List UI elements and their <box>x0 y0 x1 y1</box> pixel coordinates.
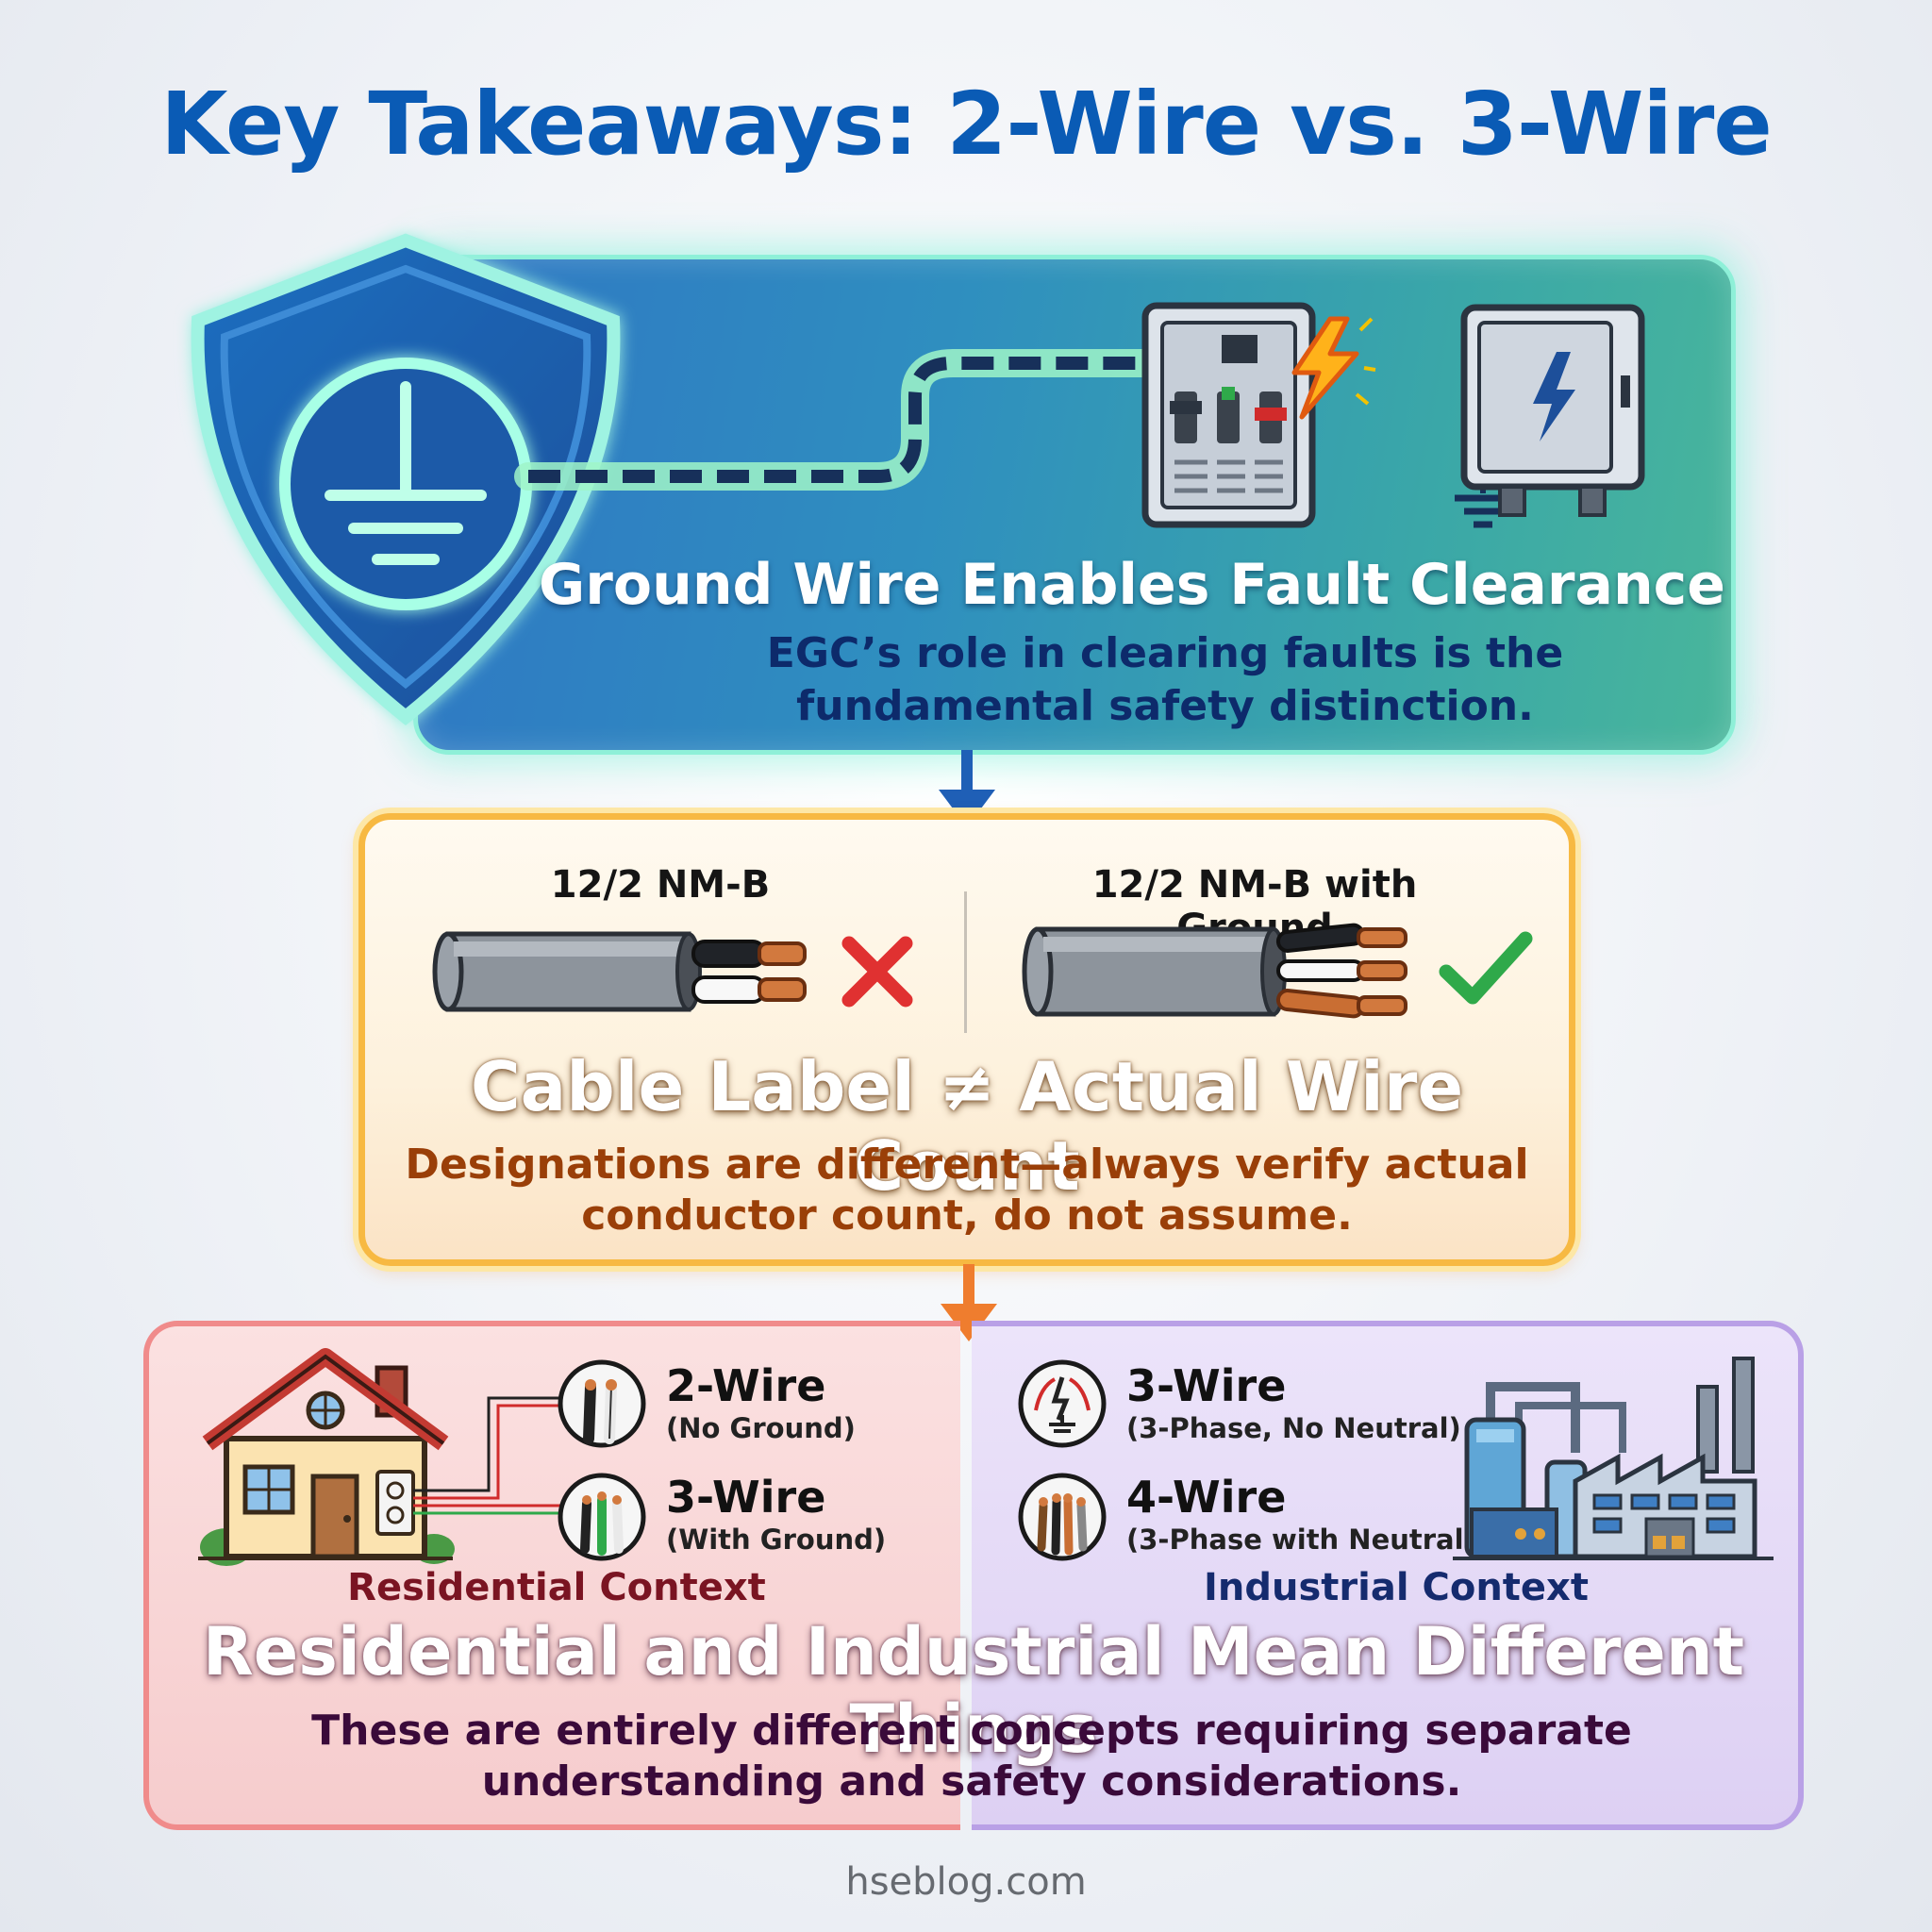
industrial-item-sub: (3-Phase, No Neutral) <box>1126 1412 1461 1444</box>
cable-panel-title: Cable Label ≠ Actual Wire Count <box>470 1047 1464 1206</box>
three-phase-icon <box>1018 1359 1107 1448</box>
three-conductor-cable-icon <box>1022 923 1407 1019</box>
bottom-panel-title: Residential and Industrial Mean Differen… <box>202 1613 1745 1768</box>
industrial-panel <box>972 1321 1804 1830</box>
factory-icon <box>1453 1357 1774 1560</box>
shield-ground-icon <box>191 233 621 725</box>
cable-label-12-2: 12/2 NM-B <box>550 863 771 907</box>
ground-path-wire <box>514 349 1174 491</box>
three-wire-icon <box>558 1473 646 1561</box>
industrial-item-sub: (3-Phase with Neutral) <box>1126 1524 1476 1556</box>
industrial-item-title: 3-Wire <box>1126 1360 1287 1411</box>
cable-divider <box>964 891 967 1033</box>
page-title: Key Takeaways: 2-Wire vs. 3-Wire <box>160 74 1772 175</box>
down-arrow-icon <box>939 750 995 827</box>
ground-panel-title: Ground Wire Enables Fault Clearance <box>539 552 1725 618</box>
cable-panel <box>358 813 1575 1266</box>
check-icon <box>1439 931 1533 1005</box>
breaker-panel-icon <box>1141 302 1316 528</box>
ground-body-line-2: fundamental safety distinction. <box>796 682 1534 730</box>
electrical-box-icon <box>1455 304 1645 528</box>
industrial-item-title: 4-Wire <box>1126 1472 1287 1523</box>
cable-body-line-1: Designations are different—always verify… <box>405 1141 1529 1189</box>
house-icon <box>198 1348 455 1566</box>
ground-body-line-1: EGC’s role in clearing faults is the <box>766 629 1564 677</box>
bottom-panel-body: These are entirely different concepts re… <box>283 1706 1660 1807</box>
residential-item-sub: (No Ground) <box>666 1412 856 1444</box>
cable-panel-body: Designations are different—always verify… <box>396 1140 1538 1241</box>
cable-body-line-2: conductor count, do not assume. <box>581 1191 1353 1240</box>
residential-item-title: 2-Wire <box>666 1360 826 1411</box>
site-footer[interactable]: hseblog.com <box>845 1860 1087 1904</box>
house-wiring <box>413 1396 564 1515</box>
four-wire-icon <box>1018 1473 1107 1561</box>
bottom-body-line-2: understanding and safety considerations. <box>481 1757 1462 1806</box>
lightning-icon <box>1291 316 1376 420</box>
bottom-body-line-1: These are entirely different concepts re… <box>311 1707 1632 1755</box>
cross-icon <box>841 936 913 1008</box>
residential-item-title: 3-Wire <box>666 1472 826 1523</box>
two-wire-icon <box>558 1359 646 1448</box>
ground-panel-body: EGC’s role in clearing faults is the fun… <box>623 627 1707 733</box>
residential-context-label: Residential Context <box>347 1566 766 1609</box>
down-arrow-icon <box>941 1264 997 1341</box>
residential-item-sub: (With Ground) <box>666 1524 887 1556</box>
two-conductor-cable-icon <box>432 931 807 1012</box>
industrial-context-label: Industrial Context <box>1204 1566 1589 1609</box>
